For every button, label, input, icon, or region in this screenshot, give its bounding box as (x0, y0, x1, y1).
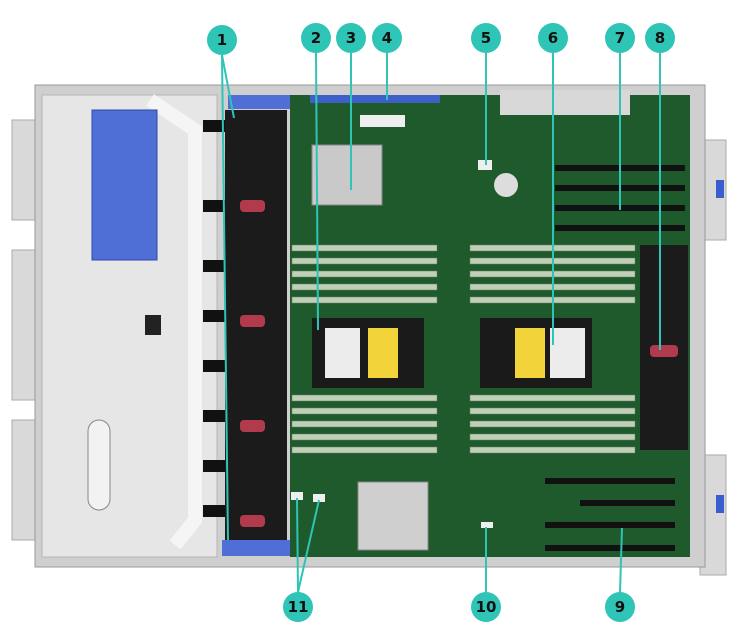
callout-circle (372, 23, 402, 53)
latch-icon (716, 495, 724, 513)
callout-2: 2 (301, 23, 331, 53)
callout-10: 10 (471, 592, 501, 622)
callout-number: 3 (346, 29, 356, 47)
left-bracket-mid (11, 249, 39, 401)
leader-lines (221, 52, 661, 593)
processor-2 (480, 318, 592, 388)
callout-5: 5 (471, 23, 501, 53)
callout-number: 7 (615, 29, 625, 47)
riser-latch (310, 95, 440, 103)
usb-port (291, 492, 303, 500)
callout-11: 11 (283, 592, 313, 622)
processor-1 (312, 318, 424, 388)
callout-circle (471, 23, 501, 53)
usb-port (313, 494, 325, 502)
callout-number: 5 (481, 29, 491, 47)
callout-number: 1 (217, 31, 227, 49)
callout-circle (336, 23, 366, 53)
intrusion-switch (145, 315, 161, 335)
callout-number: 6 (548, 29, 558, 47)
callout-1: 1 (207, 25, 237, 55)
air-baffle-edge (146, 94, 202, 550)
bottom-heatsink (357, 481, 429, 551)
callout-4: 4 (372, 23, 402, 53)
callout-circle (283, 592, 313, 622)
callout-circle (645, 23, 675, 53)
callout-number: 2 (311, 29, 321, 47)
power-connector (360, 115, 405, 127)
latch-icon (716, 180, 724, 198)
callout-circle (301, 23, 331, 53)
fan-cage-handle-bottom (222, 540, 302, 556)
callout-number: 10 (476, 598, 497, 616)
callout-9: 9 (605, 592, 635, 622)
chipset-heatsink (311, 144, 383, 206)
left-bracket-top (11, 119, 39, 221)
callout-7: 7 (605, 23, 635, 53)
callout-number: 8 (655, 29, 665, 47)
internal-connector (481, 522, 493, 528)
callout-3: 3 (336, 23, 366, 53)
system-battery (494, 173, 518, 197)
callout-number: 9 (615, 598, 625, 616)
callout-number: 11 (288, 598, 309, 616)
callout-circle (605, 23, 635, 53)
cable-guide (87, 419, 111, 511)
callout-8: 8 (645, 23, 675, 53)
callout-circle (538, 23, 568, 53)
callout-circle (471, 592, 501, 622)
callout-number: 4 (382, 29, 392, 47)
blue-drive-cage (91, 109, 158, 261)
fan-cage-handle-top (228, 95, 308, 109)
callout-6: 6 (538, 23, 568, 53)
left-bracket-bottom (11, 419, 39, 541)
callout-circle (207, 25, 237, 55)
callout-circle (605, 592, 635, 622)
power-supply-cage (500, 90, 630, 115)
pcie-slots-lower (545, 478, 675, 551)
fan-handle-icon (650, 345, 678, 357)
